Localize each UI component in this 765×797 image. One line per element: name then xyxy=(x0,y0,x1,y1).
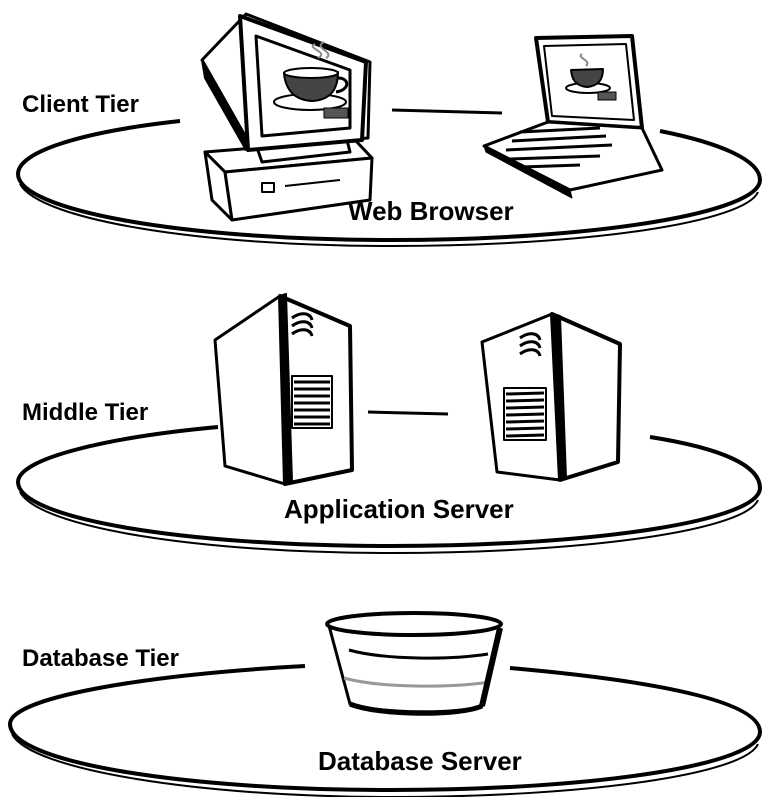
network-link-line xyxy=(391,108,503,115)
server-tower-icon xyxy=(213,293,354,486)
client-tier-platform xyxy=(15,108,763,248)
network-link-line xyxy=(367,410,449,416)
client-tier-label: Client Tier xyxy=(22,91,139,118)
coffee-cup-icon xyxy=(273,41,349,119)
laptop-icon xyxy=(482,34,664,199)
database-server-label: Database Server xyxy=(318,746,522,776)
laptop-keyboard xyxy=(505,126,613,169)
middle-tier-label: Middle Tier xyxy=(22,399,148,426)
middle-tier-platform xyxy=(15,410,763,555)
database-tier: Database Tier Database Server xyxy=(7,611,763,797)
server-tower-icon xyxy=(480,312,622,482)
database-tier-label: Database Tier xyxy=(22,645,179,672)
client-tier: Client Tier Web Browser xyxy=(15,12,763,248)
application-server-label: Application Server xyxy=(284,494,514,524)
coffee-cup-icon xyxy=(565,53,617,101)
web-browser-label: Web Browser xyxy=(348,196,514,226)
desktop-computer-icon xyxy=(200,12,374,222)
middle-tier: Middle Tier Application Server xyxy=(15,293,763,555)
database-icon xyxy=(325,611,503,716)
